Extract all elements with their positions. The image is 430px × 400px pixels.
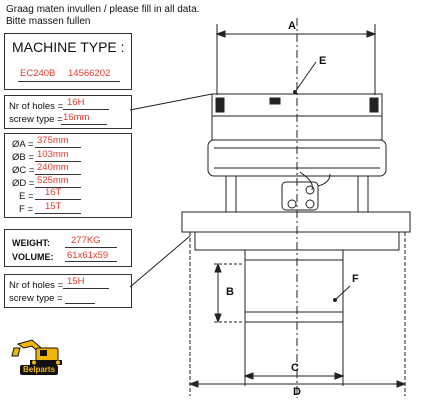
instruction-line-2: Bitte massen fullen [6, 16, 91, 27]
valve-block [281, 181, 319, 211]
excavator-logo-icon [11, 339, 62, 365]
dim-f-letter: F [352, 273, 359, 285]
dim-d-arrow-right [396, 380, 407, 388]
bottom-holes-value: 15H [67, 276, 85, 287]
volume-label: VOLUME: [12, 252, 54, 262]
top-screw-label: screw type = [9, 114, 63, 125]
machine-part-number: 14566202 [68, 68, 111, 79]
leader-e [294, 61, 317, 93]
dim-c-value: 240mm [37, 162, 69, 173]
dim-d-arrow-left [188, 380, 199, 388]
dim-b-letter: B [226, 286, 234, 298]
machine-type-title: MACHINE TYPE : [12, 39, 125, 55]
logo: Belparts [10, 336, 72, 376]
dim-d-label: ØD = [12, 178, 35, 189]
dim-f-value: 15T [45, 201, 62, 212]
dim-a-label: ØA = [12, 139, 34, 150]
dim-a-arrow-right [366, 30, 377, 38]
logo-text: Belparts [20, 365, 59, 375]
dim-b-label: ØB = [12, 152, 34, 163]
machine-type-box: MACHINE TYPE : EC240B 14566202 [4, 33, 132, 90]
dim-c-label: ØC = [12, 165, 35, 176]
instruction-line-1: Graag maten invullen / please fill in al… [6, 4, 200, 15]
volume-value: 61x61x59 [67, 250, 109, 261]
dim-c-underline [35, 174, 81, 175]
dim-c-arrow-right [334, 372, 345, 380]
output-shaft [244, 249, 344, 323]
port-2 [305, 185, 315, 195]
top-screw-value: 16mm [63, 112, 90, 123]
bottom-screw-label: screw type = [9, 293, 63, 304]
specs-box: WEIGHT: 277KG VOLUME: 61x61x59 [4, 229, 132, 267]
port-1 [287, 199, 297, 209]
bottom-holes-label: Nr of holes = [9, 280, 64, 291]
bottom-screw-underline [65, 303, 95, 304]
dim-c-arrow-left [243, 372, 254, 380]
dim-e-value: 16T [45, 187, 62, 198]
top-holes-value: 16H [67, 97, 85, 108]
top-holes-label: Nr of holes = [9, 101, 64, 112]
dimensions-box: ØA = 375mm ØB = 103mm ØC = 240mm ØD = 52… [4, 133, 132, 218]
dim-e-underline [35, 199, 81, 200]
sprocket-flange [181, 211, 411, 233]
machine-underline [18, 81, 120, 82]
weight-underline [65, 247, 117, 248]
bottom-holes-underline [63, 288, 109, 289]
dim-f-label: F = [19, 204, 33, 215]
dim-a-value: 375mm [37, 135, 69, 146]
top-bolt-centre [269, 97, 281, 105]
weight-value: 277KG [71, 235, 101, 246]
dim-e-label: E = [19, 191, 34, 202]
top-holes-underline [63, 109, 109, 110]
top-screw-underline [61, 124, 107, 125]
dim-a-underline [35, 147, 81, 148]
top-bolt-right [369, 97, 379, 113]
dim-b-underline [35, 161, 81, 162]
top-holes-box: Nr of holes = 16H screw type = 16mm [4, 95, 132, 129]
dim-d-letter: D [293, 386, 301, 398]
dim-c-letter: C [291, 362, 299, 374]
dim-b-value: 103mm [37, 149, 69, 160]
top-bolt-left [215, 97, 225, 113]
dim-a-arrow-left [215, 30, 226, 38]
dim-b-arrow-bottom [214, 313, 222, 324]
dim-d-underline [35, 187, 81, 188]
dim-f-underline [35, 213, 81, 214]
leader-top-holes [129, 93, 213, 111]
dim-e-letter: E [319, 55, 327, 67]
leader-f [334, 285, 351, 301]
dim-d-value: 525mm [37, 175, 69, 186]
dim-b-arrow-top [214, 262, 222, 273]
machine-model: EC240B [20, 68, 56, 79]
port-3 [305, 199, 315, 209]
dim-a-letter: A [288, 20, 296, 32]
leader-bottom-holes [129, 235, 191, 288]
weight-label: WEIGHT: [12, 238, 50, 248]
bottom-holes-box: Nr of holes = 15H screw type = [4, 274, 132, 308]
volume-underline [65, 261, 117, 262]
